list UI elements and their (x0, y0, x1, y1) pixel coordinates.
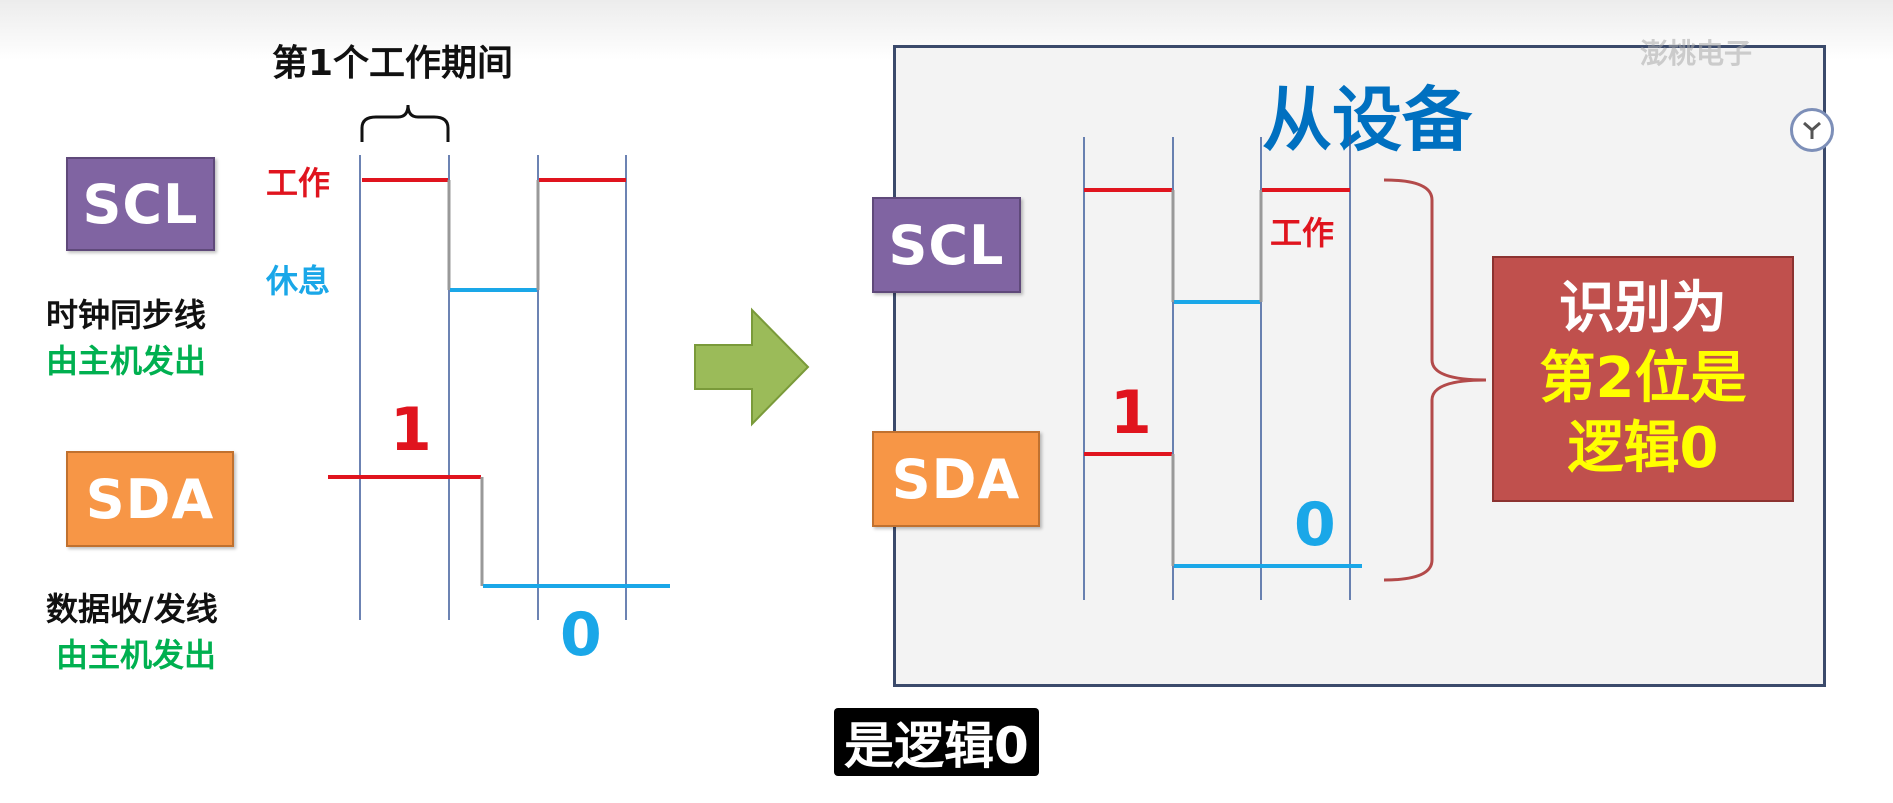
slave-title: 从设备 (1262, 79, 1472, 161)
result-box: 识别为 第2位是 逻辑0 (1492, 256, 1794, 502)
slave-scl-box: SCL (872, 197, 1021, 293)
period-brace (360, 104, 450, 142)
period-label: 第1个工作期间 (272, 43, 514, 84)
slave-sda-label: SDA (891, 447, 1021, 511)
subtitle-caption: 是逻辑0 (834, 708, 1039, 776)
master-work-label: 工作 (266, 164, 331, 202)
right-arrow-icon (694, 307, 810, 427)
master-sda-desc: 数据收/发线 (46, 590, 218, 628)
group-brace (1383, 178, 1487, 582)
result-line-2: 第2位是 (1539, 346, 1747, 411)
master-scl-source: 由主机发出 (46, 342, 207, 380)
player-logo-glyph (1803, 121, 1821, 139)
master-scl-desc: 时钟同步线 (46, 296, 207, 334)
player-logo-icon[interactable] (1790, 108, 1834, 152)
master-scl-box: SCL (66, 157, 215, 251)
slave-sda-box: SDA (872, 431, 1040, 527)
slave-bit-zero: 0 (1294, 490, 1336, 560)
master-sda-label: SDA (85, 467, 215, 531)
result-line-1: 识别为 (1559, 276, 1727, 341)
slave-bit-one: 1 (1110, 378, 1152, 448)
master-scl-label: SCL (82, 172, 199, 236)
master-sda-box: SDA (66, 451, 234, 547)
slave-scl-label: SCL (888, 213, 1005, 277)
master-bit-zero: 0 (560, 600, 602, 670)
watermark: 澎桃电子 (1640, 37, 1753, 70)
master-sda-source: 由主机发出 (56, 636, 217, 674)
master-rest-label: 休息 (266, 262, 331, 300)
slave-work-label: 工作 (1270, 214, 1335, 252)
master-bit-one: 1 (390, 395, 432, 465)
result-line-3: 逻辑0 (1567, 416, 1719, 481)
